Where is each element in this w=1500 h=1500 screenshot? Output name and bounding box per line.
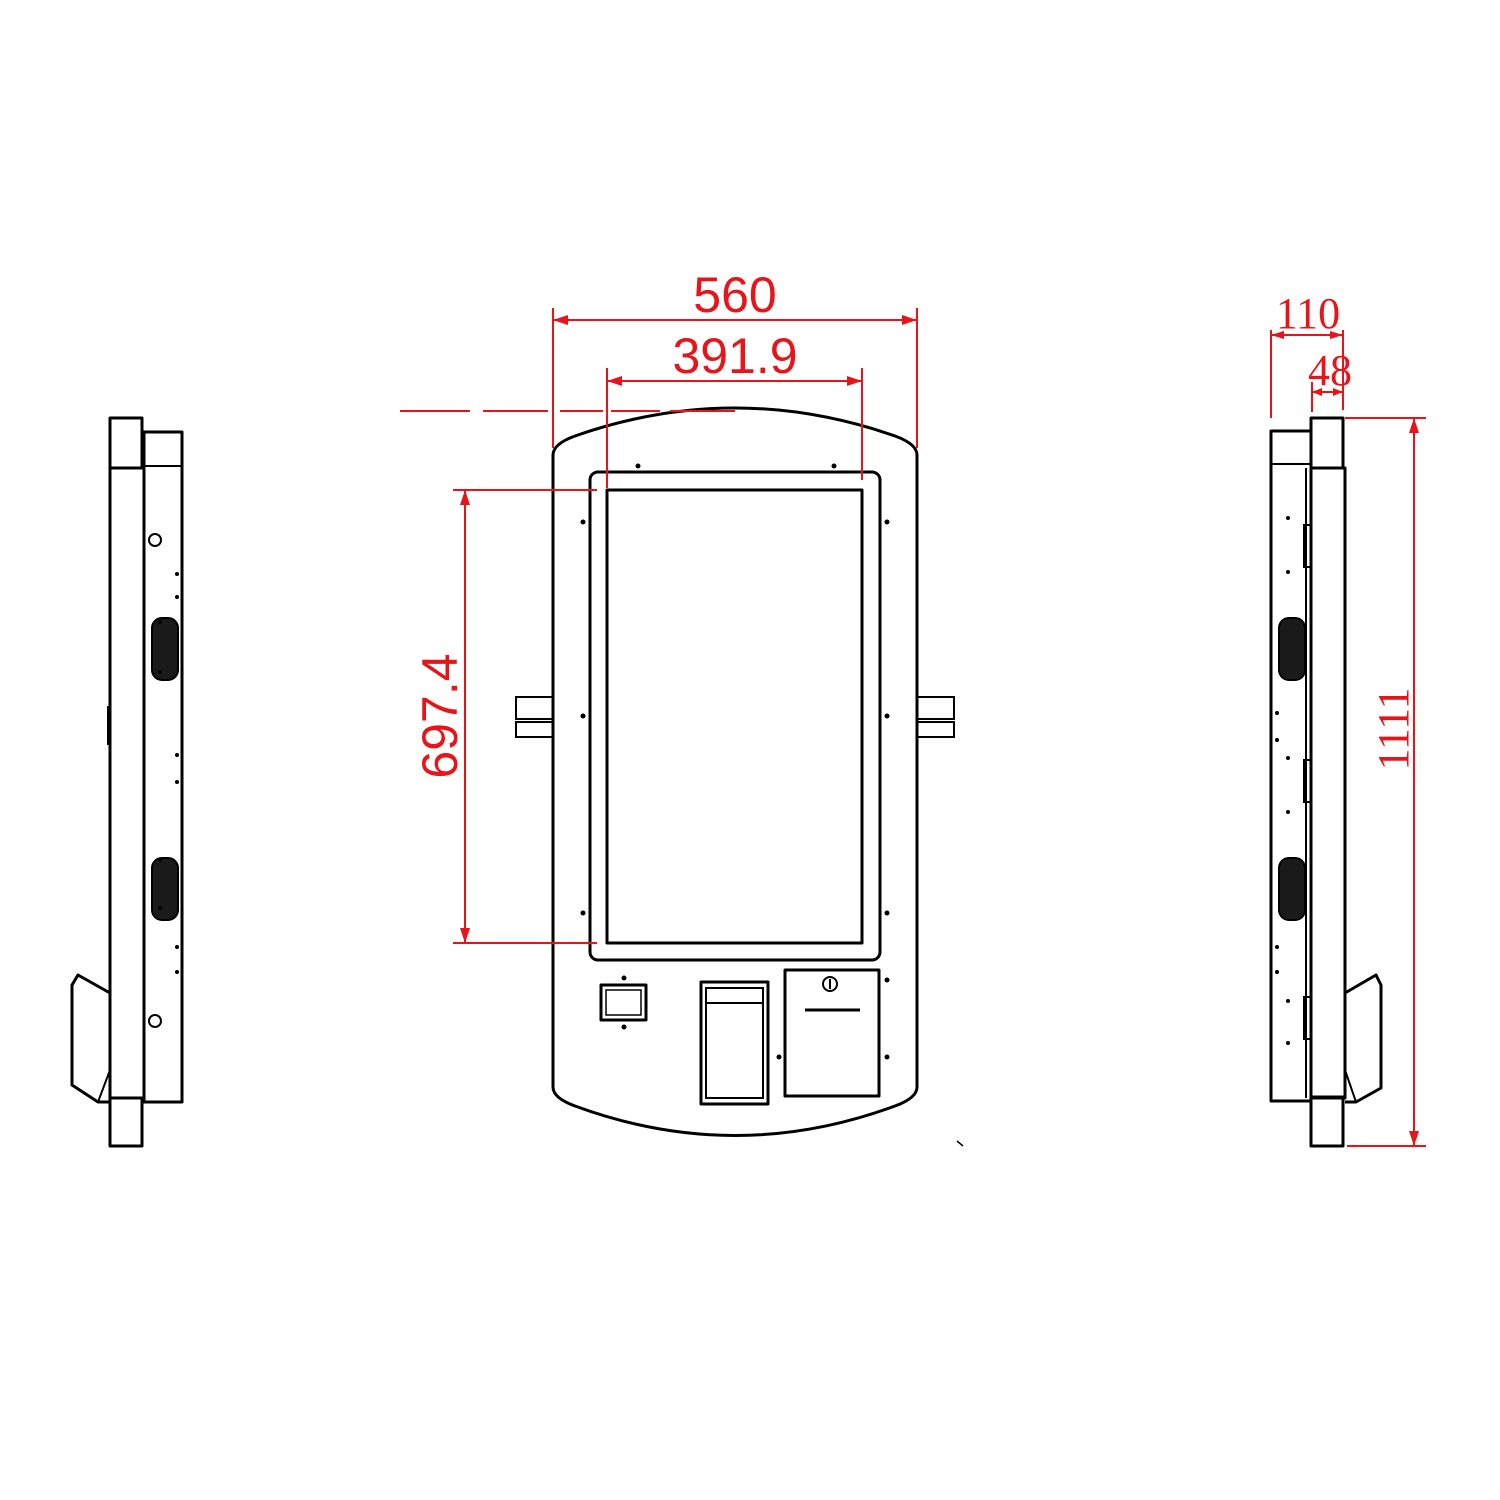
kiosk-body-outline [551,406,919,1137]
dim-label-overall-height: 1111 [1369,687,1418,770]
receipt-printer [783,968,881,1098]
left-side-view [70,416,184,1148]
screen-bezel [588,470,882,962]
scanner-slot [699,980,770,1106]
dim-label-screen-width: 391.9 [672,328,797,384]
dim-label-side-depth: 110 [1276,289,1340,338]
right-side-view [1269,416,1383,1148]
dim-label-panel-depth: 48 [1308,346,1352,395]
dim-label-overall-width: 560 [693,267,776,323]
card-reader [599,983,648,1022]
dim-label-screen-height: 697.4 [412,653,468,778]
screen-display [605,488,864,945]
dimension-lines [400,308,1426,1147]
front-view [515,406,964,1147]
